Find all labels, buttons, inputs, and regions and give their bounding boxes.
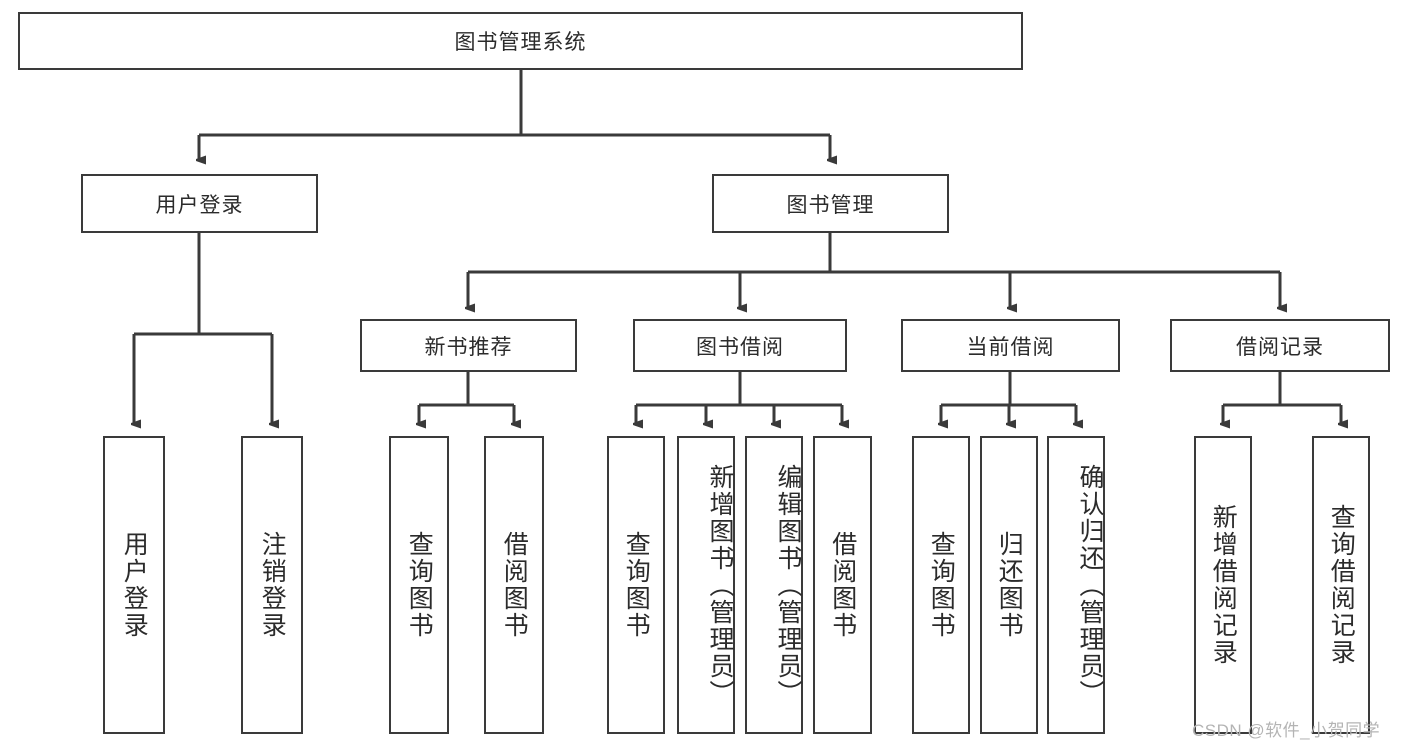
node-label: 图书管理系统 <box>454 31 587 54</box>
leaf-confirm-return-admin[interactable]: 确认归还（管理员） <box>1047 436 1105 734</box>
node-book-management[interactable]: 图书管理 <box>712 174 949 233</box>
leaf-return-book[interactable]: 归还图书 <box>980 436 1038 734</box>
node-label: 编辑图书（管理员） <box>774 463 802 707</box>
leaf-query-book-borrow[interactable]: 查询图书 <box>607 436 665 734</box>
node-label: 当前借阅 <box>966 335 1055 359</box>
node-label: 图书借阅 <box>696 335 784 359</box>
node-label: 新增图书（管理员） <box>706 463 734 707</box>
node-label: 借阅记录 <box>1236 335 1324 359</box>
watermark: CSDN @软件_小贺同学 <box>1192 721 1381 740</box>
leaf-borrow-book[interactable]: 借阅图书 <box>813 436 872 734</box>
node-label: 查询图书 <box>405 531 434 639</box>
leaf-user-login[interactable]: 用户登录 <box>103 436 165 734</box>
node-label: 查询图书 <box>927 531 956 639</box>
node-label: 用户登录 <box>155 193 244 217</box>
node-label: 查询图书 <box>622 531 651 639</box>
node-root-system[interactable]: 图书管理系统 <box>18 12 1023 70</box>
leaf-query-book-recommend[interactable]: 查询图书 <box>389 436 449 734</box>
leaf-borrow-book-recommend[interactable]: 借阅图书 <box>484 436 544 734</box>
node-label: 借阅图书 <box>500 531 529 639</box>
node-label: 查询借阅记录 <box>1327 504 1356 666</box>
node-label: 新书推荐 <box>424 335 513 359</box>
node-label: 用户登录 <box>120 531 149 639</box>
leaf-logout[interactable]: 注销登录 <box>241 436 303 734</box>
node-user-login[interactable]: 用户登录 <box>81 174 318 233</box>
node-label: 借阅图书 <box>828 531 857 639</box>
node-label: 注销登录 <box>258 531 287 639</box>
leaf-add-borrow-record[interactable]: 新增借阅记录 <box>1194 436 1252 734</box>
node-book-borrow[interactable]: 图书借阅 <box>633 319 847 372</box>
node-label: 图书管理 <box>786 193 875 217</box>
leaf-query-book-current[interactable]: 查询图书 <box>912 436 970 734</box>
node-label: 新增借阅记录 <box>1209 504 1238 666</box>
node-label: 确认归还（管理员） <box>1076 463 1104 707</box>
leaf-query-borrow-record[interactable]: 查询借阅记录 <box>1312 436 1370 734</box>
node-borrow-record[interactable]: 借阅记录 <box>1170 319 1390 372</box>
leaf-edit-book-admin[interactable]: 编辑图书（管理员） <box>745 436 803 734</box>
node-label: 归还图书 <box>995 531 1024 639</box>
node-new-book-recommend[interactable]: 新书推荐 <box>360 319 577 372</box>
node-current-borrow[interactable]: 当前借阅 <box>901 319 1120 372</box>
leaf-add-book-admin[interactable]: 新增图书（管理员） <box>677 436 735 734</box>
